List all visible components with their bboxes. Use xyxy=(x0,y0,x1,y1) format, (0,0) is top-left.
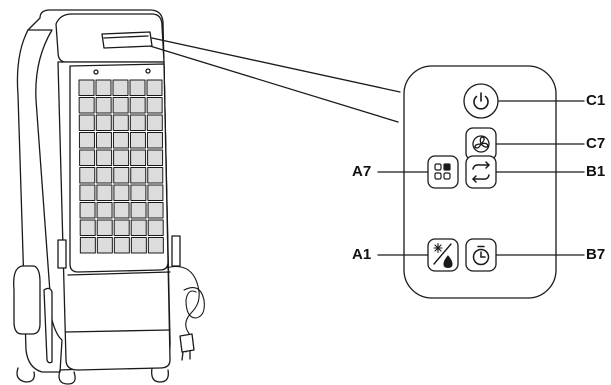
grille-vent xyxy=(147,202,164,219)
grille-vent xyxy=(146,114,163,131)
grille-screw-left xyxy=(93,69,99,75)
mode-grid-icon xyxy=(434,163,451,180)
grille-vent xyxy=(79,219,96,236)
grille-vent xyxy=(79,149,96,166)
caster-wheels xyxy=(16,367,169,385)
power-icon xyxy=(473,92,489,110)
air-cooler-illustration xyxy=(13,9,205,385)
grille-vent xyxy=(96,149,113,166)
top-slot-detail xyxy=(103,35,149,39)
side-slot xyxy=(43,287,53,364)
grille-vent xyxy=(130,237,147,254)
callout-c1: C1 xyxy=(586,92,606,109)
base-seam xyxy=(65,329,171,333)
cord-hook-left xyxy=(57,239,67,269)
grille-vent xyxy=(129,97,146,114)
grille-vent xyxy=(147,184,164,201)
zoom-line-top xyxy=(151,37,401,93)
grille-vent xyxy=(78,114,95,131)
grille-vent xyxy=(113,202,130,219)
grille-vent xyxy=(96,167,113,184)
zoom-line-bottom xyxy=(149,45,399,123)
grille-vent xyxy=(78,132,95,149)
grille-vent xyxy=(129,79,146,96)
power-plug xyxy=(179,333,195,353)
grille-vent xyxy=(112,97,129,114)
grille-vent xyxy=(147,219,164,236)
timer-icon xyxy=(472,245,490,266)
swing-button[interactable] xyxy=(465,155,497,189)
left-handle xyxy=(13,265,41,335)
grille-vent xyxy=(129,114,146,131)
grille-vent xyxy=(147,149,164,166)
grille-vent xyxy=(79,184,96,201)
callout-b1: B1 xyxy=(586,163,606,180)
swing-arrows-icon xyxy=(472,161,490,183)
grille-vent xyxy=(96,237,113,254)
snowflake-water-icon xyxy=(433,242,453,269)
grille-vent xyxy=(113,237,130,254)
grille-vent xyxy=(113,167,130,184)
grille-vent xyxy=(147,167,164,184)
grille-vent xyxy=(147,237,164,254)
grille-vent xyxy=(130,202,147,219)
grille-vent xyxy=(78,97,95,114)
grille-vent xyxy=(96,219,113,236)
grille-vent xyxy=(79,167,96,184)
wheel-rear-left xyxy=(16,367,35,383)
grille-vent xyxy=(78,79,95,96)
callout-c7: C7 xyxy=(586,135,606,152)
grille-vent xyxy=(113,184,130,201)
power-button[interactable] xyxy=(463,83,499,119)
fan-icon xyxy=(472,135,490,153)
grille-vent xyxy=(130,219,147,236)
power-cord-coil xyxy=(183,287,205,319)
top-control-slot xyxy=(101,31,153,49)
wheel-front-right xyxy=(151,367,169,383)
wheel-front-left xyxy=(58,369,76,385)
grille-vent xyxy=(112,79,129,96)
grille-vent xyxy=(113,149,130,166)
water-tank-seam xyxy=(67,271,171,276)
grille-vent xyxy=(95,97,112,114)
callout-leaders xyxy=(377,100,585,256)
grille-vent xyxy=(95,79,112,96)
callout-a1: A1 xyxy=(352,246,372,263)
grille-vent xyxy=(112,132,129,149)
callout-b7: B7 xyxy=(586,246,606,263)
grille-vent xyxy=(146,79,163,96)
grille-vent xyxy=(130,184,147,201)
grille-vent xyxy=(129,132,146,149)
grille-vent xyxy=(79,202,96,219)
air-grille xyxy=(78,79,164,254)
grille-vent xyxy=(113,219,130,236)
grille-vent xyxy=(112,114,129,131)
grille-vent xyxy=(79,237,96,254)
plug-prong-left xyxy=(181,351,184,361)
timer-button[interactable] xyxy=(465,238,497,272)
grille-vent xyxy=(146,132,163,149)
grille-vent xyxy=(146,97,163,114)
grille-vent xyxy=(96,202,113,219)
grille-vent xyxy=(130,149,147,166)
grille-vent xyxy=(95,114,112,131)
cord-hook-right xyxy=(171,235,181,267)
grille-vent xyxy=(96,184,113,201)
mode-button[interactable] xyxy=(427,155,459,189)
grille-vent xyxy=(95,132,112,149)
callout-a7: A7 xyxy=(352,163,372,180)
fan-speed-button[interactable] xyxy=(465,127,497,161)
cool-humidify-button[interactable] xyxy=(427,238,459,272)
grille-vent xyxy=(130,167,147,184)
grille-screw-right xyxy=(145,68,151,74)
